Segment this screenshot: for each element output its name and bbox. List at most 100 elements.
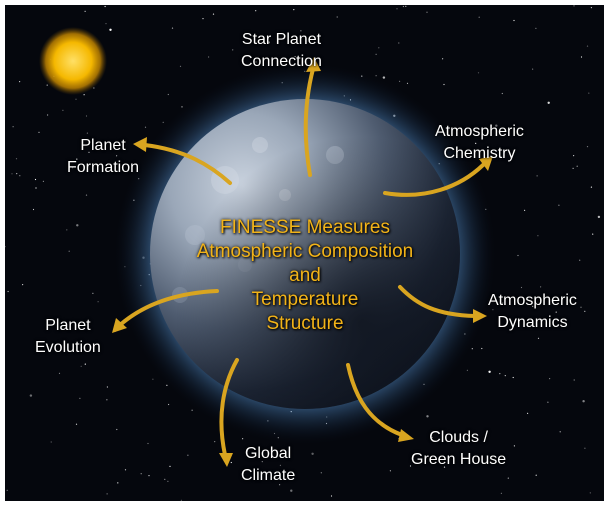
star — [80, 365, 82, 367]
star — [475, 142, 477, 144]
star — [124, 469, 127, 471]
star — [586, 45, 589, 47]
star — [442, 58, 444, 60]
star — [576, 165, 578, 167]
star — [540, 286, 542, 288]
label-atmospheric-dynamics: Atmospheric Dynamics — [488, 290, 577, 334]
star — [85, 194, 88, 196]
star — [76, 224, 79, 227]
center-title: FINESSE Measures Atmospheric Composition… — [155, 216, 455, 336]
star — [501, 92, 503, 95]
star — [232, 49, 234, 51]
star — [97, 301, 99, 303]
star — [559, 431, 561, 433]
star — [580, 306, 582, 308]
arrow-planet-evolution — [118, 289, 219, 327]
star — [320, 472, 322, 474]
star — [580, 56, 583, 58]
label-star-planet-connection: Star Planet Connection — [241, 29, 322, 73]
star — [261, 37, 264, 39]
star — [267, 41, 270, 44]
star — [116, 428, 118, 431]
arrow-star-planet — [303, 67, 315, 177]
star — [85, 115, 88, 117]
star — [375, 75, 377, 77]
star — [212, 13, 215, 15]
star — [584, 447, 586, 449]
star — [290, 489, 293, 492]
star — [106, 493, 108, 495]
star — [443, 83, 445, 86]
star — [579, 259, 581, 261]
star — [42, 180, 45, 182]
star — [573, 5, 575, 7]
label-line: Climate — [241, 467, 296, 484]
star — [11, 173, 13, 175]
arrowhead-planet-evolution — [112, 318, 127, 333]
star — [50, 441, 52, 443]
star — [169, 465, 171, 467]
star — [502, 302, 504, 304]
star — [104, 5, 106, 8]
star — [558, 204, 560, 206]
star — [35, 187, 37, 189]
star — [597, 215, 601, 219]
star — [495, 124, 498, 127]
star — [426, 415, 429, 418]
star — [443, 466, 446, 468]
star — [535, 27, 537, 29]
star — [405, 5, 407, 7]
star — [507, 477, 509, 479]
star — [109, 28, 112, 31]
star — [32, 208, 35, 211]
star — [382, 76, 386, 79]
star — [524, 209, 526, 211]
star — [6, 489, 8, 491]
arrow-global-climate — [219, 358, 239, 457]
label-atmospheric-chemistry: Atmospheric Chemistry — [435, 121, 524, 165]
star — [261, 461, 263, 463]
star — [590, 186, 593, 188]
star — [409, 465, 412, 467]
star — [431, 436, 433, 439]
star — [22, 284, 24, 286]
star — [166, 384, 168, 386]
arrowhead-clouds — [398, 429, 414, 442]
star — [34, 178, 37, 181]
star — [92, 292, 94, 294]
star — [535, 474, 537, 476]
center-title-line: FINESSE Measures — [220, 217, 390, 238]
label-planet-evolution: Planet Evolution — [35, 315, 101, 359]
star — [532, 305, 534, 307]
star — [191, 409, 193, 411]
arrowhead-atmospheric-dynamics — [473, 309, 487, 323]
star — [83, 94, 85, 96]
star — [520, 286, 523, 289]
star — [586, 146, 589, 148]
star — [504, 375, 506, 377]
star — [389, 470, 391, 472]
star — [84, 363, 86, 365]
star — [513, 445, 515, 447]
star — [547, 101, 550, 105]
star — [500, 492, 502, 494]
star — [167, 480, 169, 482]
label-line: Planet — [80, 137, 126, 154]
star — [12, 126, 14, 128]
center-title-line: and — [289, 265, 321, 286]
star — [147, 442, 149, 445]
star — [375, 53, 377, 55]
star — [164, 478, 166, 480]
star — [230, 461, 232, 464]
star — [46, 84, 48, 86]
star — [279, 484, 281, 486]
star — [105, 23, 107, 25]
arrow-atmospheric-chemistry — [383, 163, 485, 197]
star — [76, 158, 78, 160]
star — [106, 399, 108, 401]
label-line: Chemistry — [443, 145, 516, 162]
center-title-line: Atmospheric Composition — [196, 241, 414, 262]
star — [402, 5, 404, 8]
star — [549, 378, 551, 380]
diagram-scene — [5, 5, 601, 501]
